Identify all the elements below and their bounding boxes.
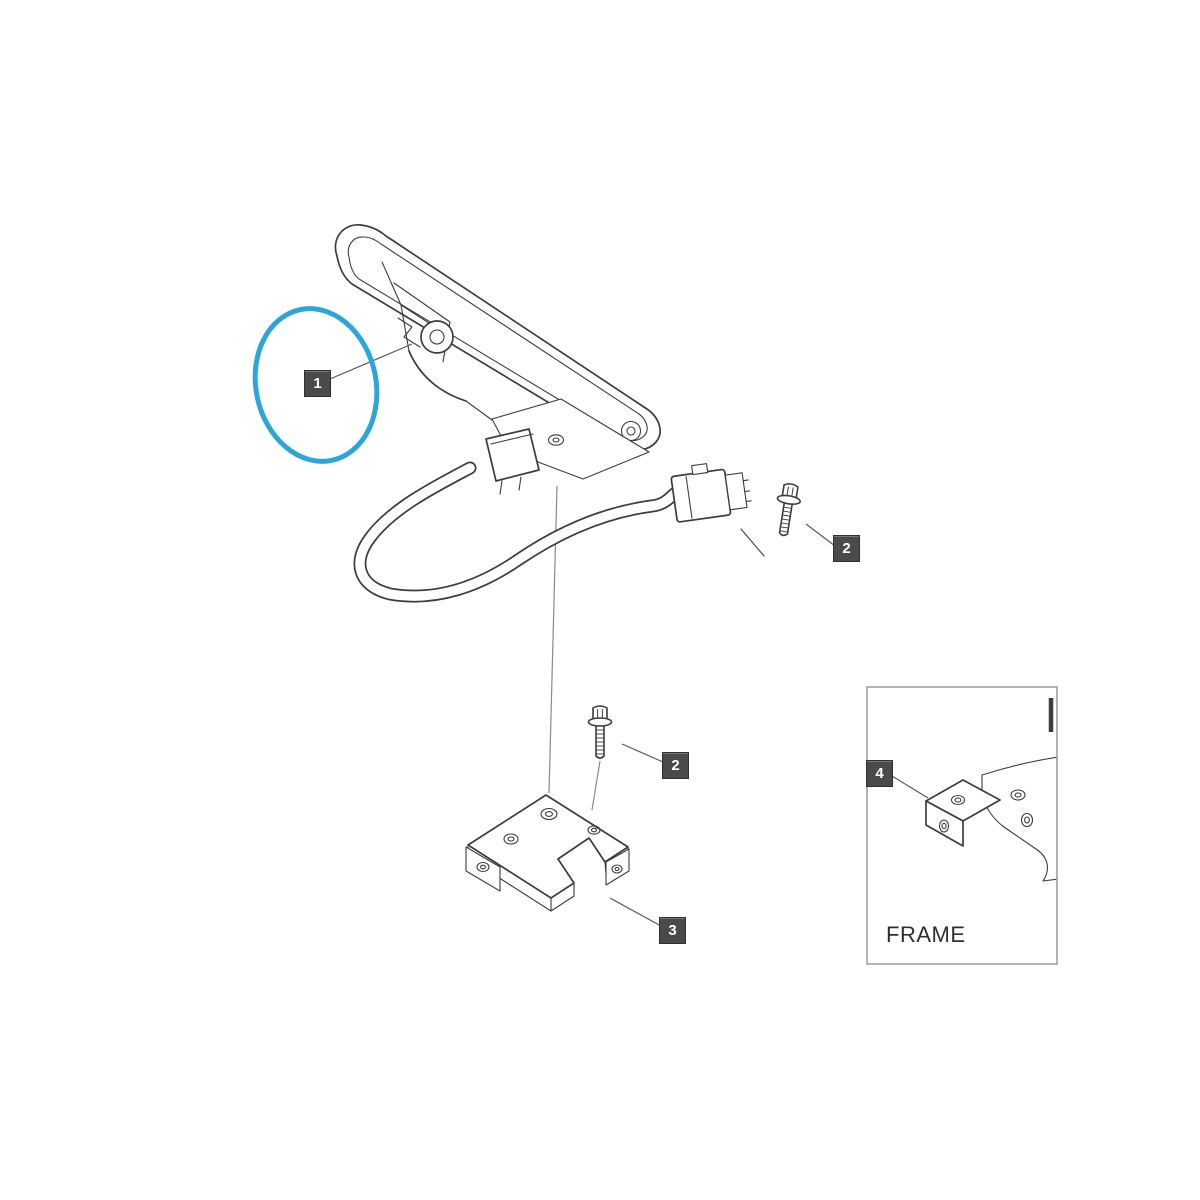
pivot-boss xyxy=(420,320,454,354)
mounting-bracket xyxy=(465,794,630,912)
pedal-pad xyxy=(334,224,661,452)
callout-2-badge-upper[interactable]: 2 xyxy=(833,535,860,562)
callout-4-badge[interactable]: 4 xyxy=(866,760,893,787)
frame-inset xyxy=(866,686,1058,965)
frame-label: FRAME xyxy=(886,922,966,947)
wiring-harness xyxy=(353,461,752,603)
pedal-spring xyxy=(397,317,421,348)
pad-end-hole xyxy=(620,420,642,442)
assembly-axis-lines xyxy=(548,485,765,811)
flange-bolt-lower xyxy=(587,705,613,759)
flange-bolt-upper xyxy=(771,481,804,538)
harness-connector xyxy=(670,463,752,523)
frame-plate xyxy=(981,756,1057,882)
accelerator-pedal-assembly xyxy=(334,224,661,495)
callout-1-badge[interactable]: 1 xyxy=(304,370,331,397)
highlight-ellipse xyxy=(252,306,380,464)
callout-2-badge-lower[interactable]: 2 xyxy=(662,752,689,779)
pedal-sensor xyxy=(485,428,540,482)
callout-3-badge[interactable]: 3 xyxy=(659,917,686,944)
inset-box-border xyxy=(866,686,1058,965)
